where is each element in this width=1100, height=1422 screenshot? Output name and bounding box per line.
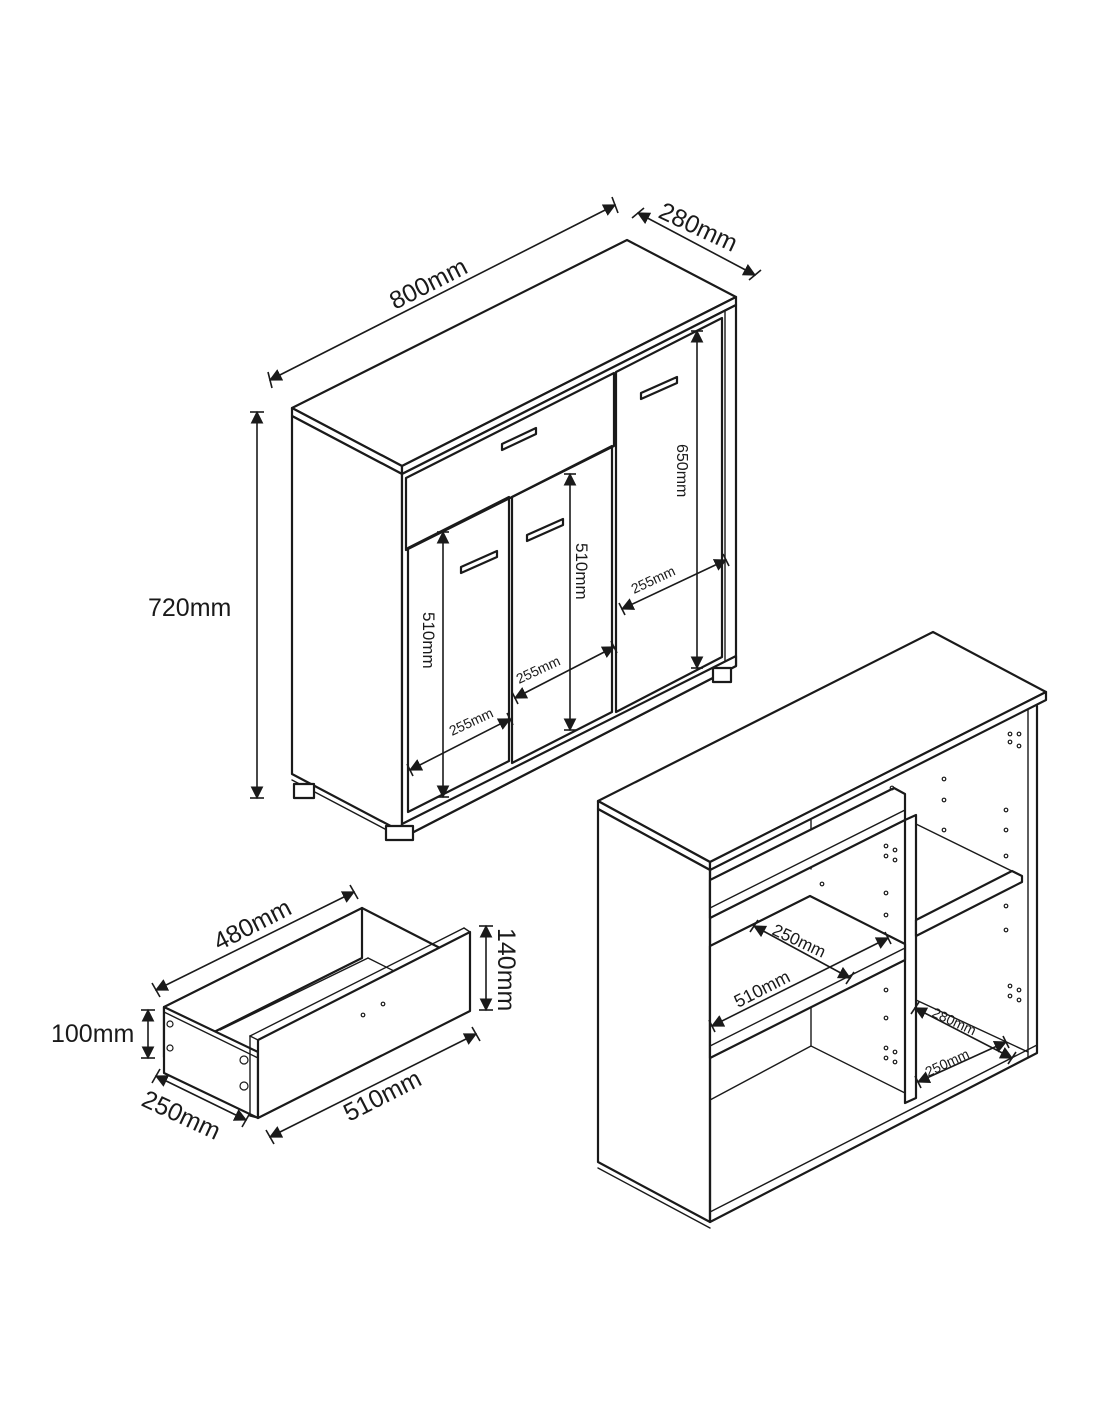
dim-label-mid-door-height: 510mm (572, 543, 591, 600)
drawer-view: 480mm 140mm 100mm 250mm 510mm (51, 884, 520, 1146)
door-right (614, 316, 724, 714)
cabinet-foot (711, 666, 733, 684)
cabinet-drawer-front (404, 371, 616, 552)
interior-divider (903, 813, 918, 1105)
interior-side-panel (596, 807, 712, 1224)
dim-label-drawer-height: 140mm (492, 928, 520, 1011)
drawer-handle (500, 426, 538, 452)
dim-label-top-width: 800mm (385, 253, 472, 316)
dim-label-drawer-inner-height: 100mm (51, 1020, 134, 1048)
dim-label-inner-right-depth-small: 250mm (923, 1045, 972, 1079)
cabinet-side-panel (290, 414, 404, 834)
dim-label-right-door-height: 650mm (673, 444, 690, 497)
door-handle (639, 375, 679, 401)
door-middle (510, 444, 614, 765)
dim-label-inner-right-depth: 280mm (930, 1004, 979, 1038)
cabinet-foot (292, 782, 316, 800)
dim-label-left-door-height: 510mm (419, 612, 438, 669)
door-handle (459, 549, 499, 575)
dim-label-top-depth: 280mm (654, 197, 741, 258)
dim-label-drawer-front-length: 510mm (339, 1065, 426, 1128)
dim-label-total-height: 720mm (148, 594, 231, 622)
interior-shelf-right (914, 869, 1024, 938)
cabinet-interior-view: 250mm 510mm 280mm 250mm (596, 630, 1048, 1229)
interior-shelf (708, 786, 907, 920)
cabinet-front-view: 800mm 280mm 720mm 650mm 510mm 510mm 255m… (148, 196, 762, 842)
door-handle (525, 517, 565, 543)
interior-shelf (708, 894, 907, 1060)
cabinet-foot (384, 824, 415, 842)
